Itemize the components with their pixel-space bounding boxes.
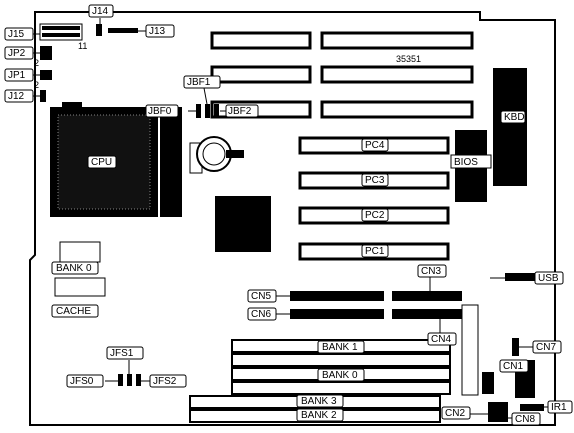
cache-chip-1 (59, 241, 101, 263)
label-bank1: BANK 1 (322, 342, 358, 353)
label-cn2: CN2 (445, 408, 465, 419)
label-kbd: KBD (504, 112, 525, 123)
jbf0-header (196, 104, 201, 118)
label-cn6: CN6 (251, 309, 271, 320)
label-bank0-dram: BANK 0 (322, 370, 358, 381)
label-boxes (4, 4, 573, 426)
cpu-lever (160, 107, 182, 217)
label-bank0-cache: BANK 0 (56, 263, 92, 274)
bios-label-box (450, 154, 492, 169)
cn3-header (392, 291, 462, 301)
isa-slot-2b (320, 65, 474, 84)
label-jbf2: JBF2 (228, 106, 252, 117)
label-jp2: JP2 (8, 48, 26, 59)
label-jp1-pin: 2 (34, 80, 39, 90)
label-pc2: PC2 (365, 210, 385, 221)
jbf2-header (214, 104, 219, 118)
label-cn1: CN1 (503, 361, 523, 372)
label-jfs2: JFS2 (153, 376, 177, 387)
board-model: 35351 (396, 54, 421, 64)
isa-slot-1a (210, 31, 312, 50)
chipset (215, 196, 271, 252)
kbd-connector (493, 68, 527, 186)
cn1-header (482, 372, 494, 394)
label-j14: J14 (92, 6, 109, 17)
battery-clip (226, 150, 244, 158)
board-outline (29, 11, 556, 426)
label-pc4: PC4 (365, 140, 385, 151)
label-bank2: BANK 2 (301, 410, 337, 421)
label-jbf1: JBF1 (187, 77, 211, 88)
usb-header (505, 273, 535, 281)
label-cpu: CPU (91, 157, 112, 168)
label-cn5: CN5 (251, 291, 271, 302)
j15-pins (42, 26, 80, 37)
label-pc1: PC1 (365, 246, 385, 257)
label-cn4: CN4 (431, 334, 451, 345)
cn6-header (290, 309, 384, 319)
cn5-header (290, 291, 384, 301)
isa-slot-1b (320, 31, 474, 50)
j15-pin-number: 11 (78, 41, 87, 51)
label-cn3: CN3 (421, 266, 441, 277)
jp1-header (40, 70, 52, 80)
battery-inner (202, 142, 226, 166)
label-j13: J13 (149, 26, 166, 37)
isa-slot-2a (210, 65, 312, 84)
label-usb: USB (538, 273, 559, 284)
cache-chip-2 (54, 277, 106, 297)
label-cn8: CN8 (515, 414, 535, 425)
label-cache: CACHE (56, 306, 91, 317)
simm-bank1-b (231, 353, 451, 367)
label-jp2-pin: 2 (34, 58, 39, 68)
label-j12: J12 (8, 91, 25, 102)
jbf1-header (205, 104, 210, 118)
label-bios: BIOS (454, 157, 478, 168)
jfs2-header (136, 374, 141, 386)
label-pc3: PC3 (365, 175, 385, 186)
power-header (461, 304, 479, 396)
cn7-header (512, 338, 519, 356)
label-jbf0: JBF0 (148, 106, 172, 117)
label-jfs0: JFS0 (70, 376, 94, 387)
isa-slot-3b (320, 100, 474, 119)
label-jfs1: JFS1 (110, 348, 134, 359)
ir1-header (520, 404, 544, 411)
j13-header (108, 28, 138, 33)
j12-header (40, 90, 46, 102)
label-bank3: BANK 3 (301, 396, 337, 407)
simm-bank0-b (231, 381, 451, 395)
label-ir1: IR1 (551, 402, 567, 413)
callout-lines (33, 18, 548, 419)
cn4-header (392, 309, 462, 319)
cpu-notch (62, 102, 82, 108)
label-cn7: CN7 (536, 342, 556, 353)
label-j15: J15 (8, 29, 25, 40)
jfs0-header (118, 374, 123, 386)
jfs1-header (127, 374, 132, 386)
cn8-header (488, 402, 508, 422)
jp2-header (40, 46, 52, 60)
battery (196, 136, 232, 172)
label-jp1: JP1 (8, 70, 26, 81)
j14-header (96, 24, 102, 36)
